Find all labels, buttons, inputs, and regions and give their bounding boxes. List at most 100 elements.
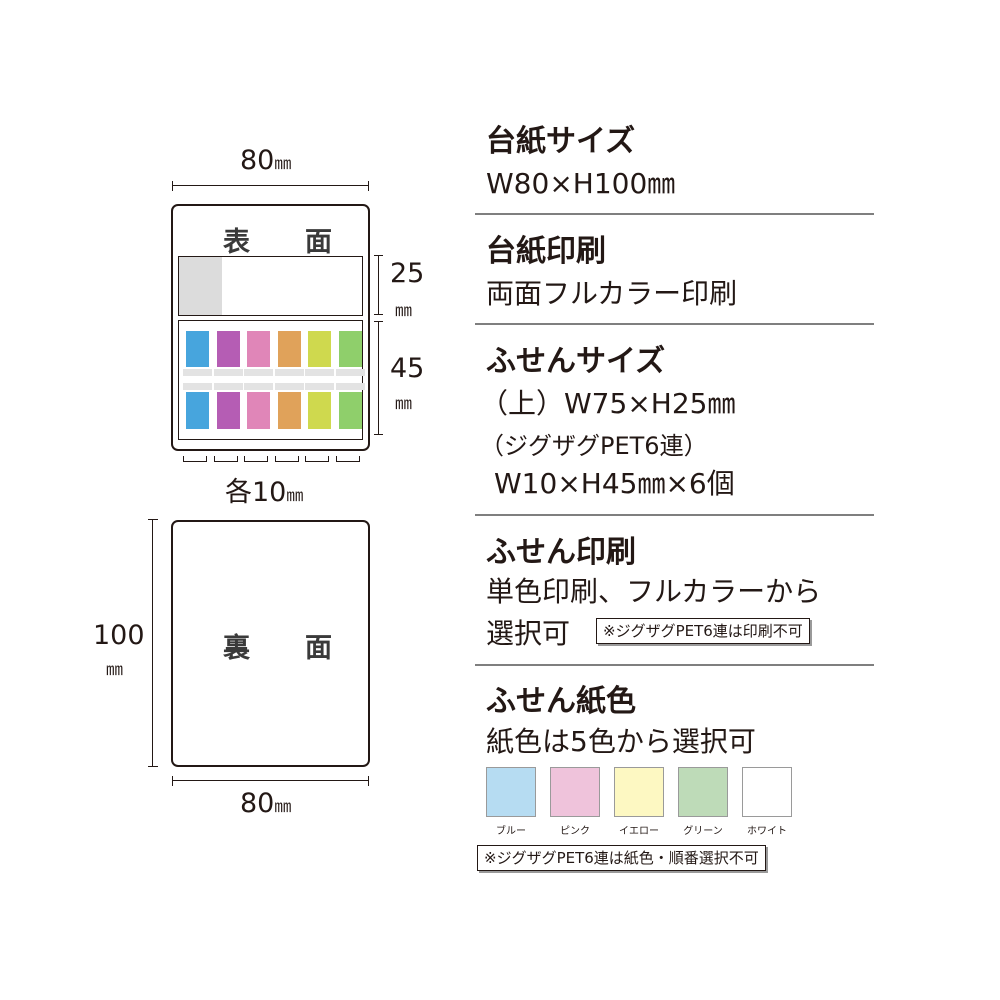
each-width-bracket-6 (335, 456, 360, 462)
back-height-unit-text: ㎜ (106, 660, 123, 680)
sticky-print-line1: 単色印刷、フルカラーから (486, 575, 822, 608)
board-size-value: W80×H100㎜ (486, 167, 676, 200)
zigzag-tab-2-top (216, 331, 240, 367)
zigzag-tab-2-band-2 (213, 383, 243, 390)
sticky-print-line2: 選択可 (486, 617, 571, 650)
zigzag-tab-4-band (274, 369, 304, 376)
upper-height-line (378, 255, 379, 315)
zigzag-tab-4-top (277, 331, 301, 367)
lower-height-tick-bottom (374, 434, 383, 435)
swatch-label-3: イエロー (619, 826, 659, 837)
swatch-label-2: ピンク (560, 826, 590, 837)
zigzag-tab-3-band (244, 369, 273, 376)
zigzag-tab-6-band-2 (335, 383, 365, 390)
front-width-tick-left (172, 181, 173, 191)
upper-height-unit-text: ㎜ (395, 301, 412, 321)
lower-height-tick-top (374, 321, 383, 322)
sticky-size-zigzag-value: W10×H45㎜×6個 (494, 467, 735, 500)
lower-height-unit-text: ㎜ (395, 394, 412, 414)
back-height-value: 100 (93, 620, 145, 651)
upper-height-tick-bottom (374, 314, 383, 315)
zigzag-tab-5-bottom (308, 392, 331, 429)
zigzag-tab-1-top (186, 331, 209, 367)
back-width-line (172, 780, 369, 781)
swatch-label-4: グリーン (683, 826, 723, 837)
back-height-line (152, 519, 153, 767)
zigzag-tab-4-bottom (277, 392, 301, 429)
each-width-unit: ㎜ (286, 486, 304, 506)
upper-height-tick-top (374, 255, 383, 256)
back-height-unit: ㎜ (106, 655, 123, 680)
back-width-value: 80 (240, 788, 275, 819)
swatch-2 (550, 767, 600, 817)
zigzag-tab-2-band (213, 369, 243, 376)
zigzag-tab-6-band (335, 369, 365, 376)
swatch-label-1: ブルー (496, 826, 526, 837)
zigzag-tab-1-bottom (186, 392, 209, 429)
zigzag-tab-5-top (308, 331, 331, 367)
sticky-print-heading: ふせん印刷 (486, 535, 636, 570)
front-width-value: 80 (240, 145, 275, 176)
zigzag-tab-3-band-2 (244, 383, 273, 390)
back-width-unit: ㎜ (274, 797, 292, 817)
each-width-label: 各10㎜ (225, 470, 303, 509)
back-height-tick-top (148, 519, 158, 520)
paper-color-note: ※ジグザグPET6連は紙色・順番選択不可 (477, 845, 766, 871)
upper-sticky-gray-band (179, 257, 222, 315)
zigzag-tab-4-band-2 (274, 383, 304, 390)
upper-sticky-note (178, 256, 363, 316)
lower-height-line (378, 321, 379, 435)
zigzag-tab-6-top (338, 331, 362, 367)
sticky-size-top: （上）W75×H25㎜ (480, 387, 736, 420)
board-print-heading: 台紙印刷 (486, 234, 606, 269)
zigzag-tab-2-bottom (216, 392, 240, 429)
front-width-unit: ㎜ (274, 154, 292, 174)
back-card: 裏 面 (171, 520, 370, 767)
divider-2 (475, 323, 874, 325)
front-width-tick-right (368, 181, 369, 191)
front-width-line (172, 185, 369, 186)
paper-color-heading: ふせん紙色 (486, 684, 636, 719)
board-size-heading: 台紙サイズ (486, 124, 636, 159)
each-width-bracket-2 (213, 456, 238, 462)
swatch-5 (742, 767, 792, 817)
swatch-1 (486, 767, 536, 817)
zigzag-tab-5-band (305, 369, 334, 376)
board-print-value: 両面フルカラー印刷 (486, 277, 738, 310)
zigzag-tab-1-band (183, 369, 212, 376)
upper-height-value: 25 (390, 258, 425, 289)
back-width-tick-left (172, 776, 173, 786)
front-title: 表 面 (223, 227, 346, 258)
zigzag-tab-3-top (247, 331, 270, 367)
sticky-size-heading: ふせんサイズ (486, 344, 666, 379)
front-width-label: 80㎜ (240, 145, 291, 176)
swatch-3 (614, 767, 664, 817)
back-width-tick-right (368, 776, 369, 786)
divider-3 (475, 514, 874, 516)
each-width-value: 各10 (225, 477, 287, 508)
each-width-bracket-5 (305, 456, 329, 462)
upper-height-unit: ㎜ (395, 296, 412, 321)
each-width-bracket-1 (183, 456, 207, 462)
zigzag-tab-6-bottom (338, 392, 362, 429)
zigzag-tabs (179, 321, 365, 439)
each-width-bracket-4 (274, 456, 299, 462)
lower-height-unit: ㎜ (395, 389, 412, 414)
back-title: 裏 面 (223, 633, 346, 664)
back-height-tick-bottom (148, 766, 158, 767)
front-card: 表 面 (171, 204, 370, 451)
zigzag-tab-3-bottom (247, 392, 270, 429)
zigzag-tab-1-band-2 (183, 383, 212, 390)
paper-color-value: 紙色は5色から選択可 (486, 725, 756, 758)
sticky-size-zigzag: （ジグザグPET6連） (480, 432, 708, 460)
each-width-bracket-3 (244, 456, 268, 462)
swatch-label-5: ホワイト (747, 826, 787, 837)
lower-height-value: 45 (390, 353, 425, 384)
sticky-print-note: ※ジグザグPET6連は印刷不可 (596, 618, 810, 644)
swatch-4 (678, 767, 728, 817)
back-width-label: 80㎜ (240, 788, 291, 819)
divider-4 (475, 664, 874, 666)
zigzag-sticky-area (178, 320, 365, 440)
zigzag-tab-5-band-2 (305, 383, 334, 390)
divider-1 (475, 213, 874, 215)
